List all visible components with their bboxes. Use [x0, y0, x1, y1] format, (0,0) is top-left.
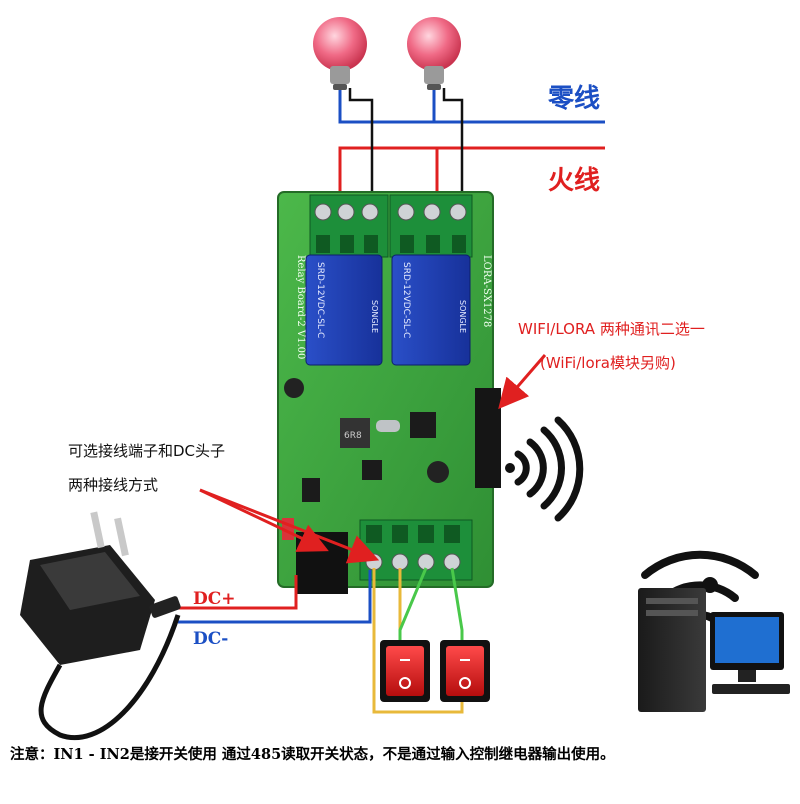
power-adapter-icon: [20, 511, 181, 741]
terminal-note: 可选接线端子和DC头子: [68, 442, 226, 460]
neutral-wire-label: 零线: [548, 84, 601, 114]
load-wires: [348, 88, 464, 210]
relay-2: SRD-12VDC-SL-C SONGLE: [391, 254, 471, 366]
light-bulb-icon: [313, 17, 367, 90]
rocker-switch-1: [380, 640, 430, 702]
module-name-label: LORA-SX1278: [481, 255, 492, 327]
output-terminal-block: [309, 194, 473, 258]
inductor: [340, 418, 370, 448]
board-name-label: Relay Board-2 V1.00: [295, 255, 306, 359]
dc-minus-label: DC-: [193, 629, 229, 649]
rocker-switch-2: [440, 640, 490, 702]
crystal: [376, 420, 400, 432]
ic-chip: [410, 412, 436, 438]
relay-brand-label: SONGLE: [458, 300, 467, 333]
relay-model-label: SRD-12VDC-SL-C: [401, 262, 411, 338]
relay-brand-label: SONGLE: [370, 300, 379, 333]
terminal-note-2: 两种接线方式: [68, 476, 159, 494]
wifi-lora-purchase-note: (WiFi/lora模块另购): [540, 354, 676, 372]
wifi-signal-icon: [505, 416, 584, 522]
wifi-lora-note: WIFI/LORA 两种通讯二选一: [518, 320, 705, 338]
relay-board: SRD-12VDC-SL-C SONGLE SRD-12VDC-SL-C SON…: [277, 191, 501, 594]
live-wire-label: 火线: [548, 166, 601, 196]
neutral-wire: [338, 90, 605, 124]
capacitor: [284, 378, 304, 398]
annotation-arrows: [199, 354, 547, 564]
inductor-label: 6R8: [344, 431, 362, 441]
light-bulb-icon: [407, 17, 461, 90]
relay-model-label: SRD-12VDC-SL-C: [315, 262, 325, 338]
dc-jack: [296, 532, 348, 594]
ic-chip: [302, 478, 320, 502]
ic-chip: [362, 460, 382, 480]
input-terminal-block: [359, 519, 473, 581]
computer-icon: [638, 588, 790, 712]
footer-note: 注意：IN1 - IN2是接开关使用 通过485读取开关状态，不是通过输入控制继…: [10, 746, 615, 763]
dc-wires: [178, 570, 372, 624]
capacitor: [427, 461, 449, 483]
dc-plus-label: DC+: [193, 589, 236, 609]
relay-1: SRD-12VDC-SL-C SONGLE: [305, 254, 383, 366]
module-header: [475, 388, 501, 488]
